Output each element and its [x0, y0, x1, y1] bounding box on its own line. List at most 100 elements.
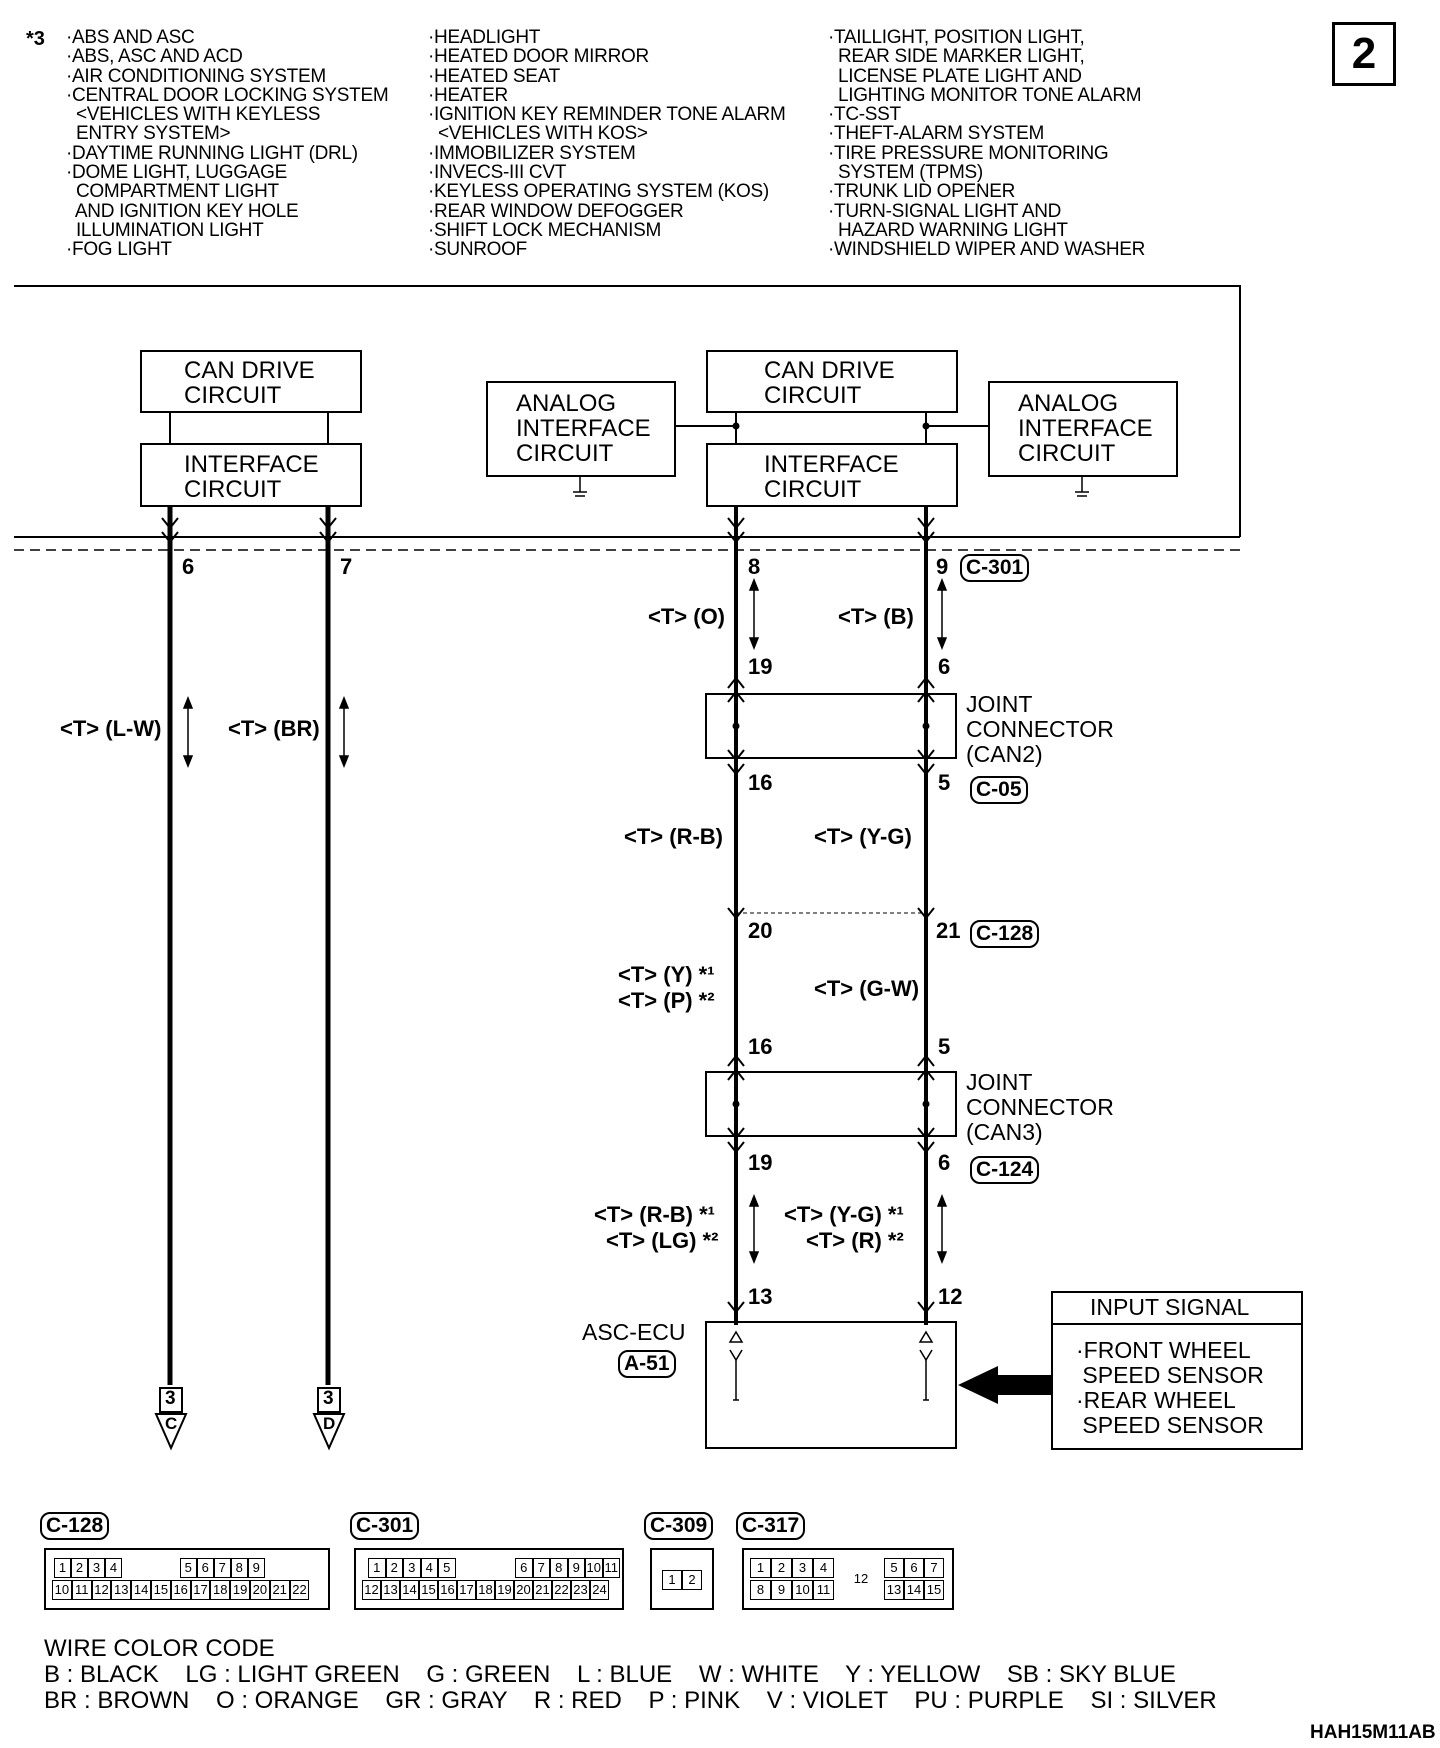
- connector-pin: 14: [131, 1580, 151, 1600]
- connector-pin: 22: [289, 1580, 310, 1600]
- connector-pin: 6: [515, 1558, 533, 1578]
- connector-pin: 8: [550, 1558, 568, 1578]
- connector-pin: 2: [385, 1558, 403, 1578]
- wire-color-code-line1: B : BLACK LG : LIGHT GREEN G : GREEN L :…: [44, 1661, 1176, 1688]
- connector-pin: 21: [533, 1580, 552, 1600]
- connector-c-124: C-124: [970, 1156, 1040, 1184]
- interface-circuit-right: INTERFACE CIRCUIT: [706, 443, 958, 507]
- connector-a-51: A-51: [618, 1350, 676, 1378]
- pin-7: 7: [340, 554, 353, 579]
- connector-pin: 6: [904, 1558, 924, 1578]
- notes-col1: ·ABS AND ASC ·ABS, ASC AND ACD ·AIR COND…: [66, 27, 389, 261]
- connector-pin: 18: [476, 1580, 495, 1600]
- wire-label-o: <T> (O): [648, 604, 726, 629]
- connector-pin: 8: [230, 1558, 248, 1578]
- connector-pin: 17: [190, 1580, 211, 1600]
- connector-pin: 11: [602, 1558, 620, 1578]
- note-marker: *3: [26, 28, 45, 50]
- connector-pin: 4: [813, 1558, 834, 1578]
- connector-pin: 1: [54, 1558, 71, 1578]
- terminal-c-number: 3: [165, 1388, 176, 1409]
- connector-pin: 5: [884, 1558, 904, 1578]
- wire-label-p2: <T> (P) *²: [618, 988, 715, 1013]
- connector-view-c-309-label: C-309: [644, 1512, 714, 1540]
- pin-j2-16: 16: [748, 770, 773, 795]
- wire-label-lg2: <T> (LG) *²: [606, 1228, 719, 1253]
- connector-pin: 2: [682, 1570, 702, 1590]
- connector-pin: 1: [368, 1558, 386, 1578]
- connector-pin: 22: [552, 1580, 571, 1600]
- connector-pin: 7: [213, 1558, 231, 1578]
- can-drive-circuit-left: CAN DRIVE CIRCUIT: [140, 350, 362, 413]
- wire-label-br: <T> (BR): [228, 716, 320, 741]
- connector-pin: 1: [662, 1570, 682, 1590]
- connector-pin: 14: [400, 1580, 419, 1600]
- connector-pin: 9: [247, 1558, 265, 1578]
- connector-pin: 3: [792, 1558, 813, 1578]
- page-number: 2: [1332, 22, 1396, 86]
- connector-pin: 20: [250, 1580, 270, 1600]
- connector-pin: 9: [771, 1580, 792, 1600]
- connector-pin: 16: [170, 1580, 191, 1600]
- connector-pin: 6: [196, 1558, 214, 1578]
- connector-pin: 13: [381, 1580, 400, 1600]
- connector-view-c-128-label: C-128: [40, 1512, 110, 1540]
- input-signal-title: INPUT SIGNAL: [1090, 1294, 1250, 1320]
- wire-color-code-title: WIRE COLOR CODE: [44, 1635, 275, 1662]
- wire-label-lw: <T> (L-W): [60, 716, 162, 741]
- wire-label-b: <T> (B): [838, 604, 914, 629]
- connector-pin: 16: [438, 1580, 457, 1600]
- figure-code: HAH15M11AB: [1310, 1722, 1436, 1743]
- connector-pin: 17: [457, 1580, 476, 1600]
- connector-pin: 7: [924, 1558, 944, 1578]
- connector-pin: 15: [924, 1580, 944, 1600]
- wire-color-code-line2: BR : BROWN O : ORANGE GR : GRAY R : RED …: [44, 1687, 1217, 1714]
- analog-interface-circuit-left: ANALOG INTERFACE CIRCUIT: [486, 381, 676, 477]
- joint-connector-can2-label: JOINT CONNECTOR (CAN2): [966, 691, 1114, 767]
- connector-pin: 20: [514, 1580, 533, 1600]
- connector-pin: 5: [438, 1558, 456, 1578]
- c317-pin-12: 12: [840, 1562, 882, 1598]
- connector-pin: 5: [179, 1558, 197, 1578]
- connector-pin: 13: [884, 1580, 904, 1600]
- connector-view-c-317-label: C-317: [736, 1512, 806, 1540]
- connector-pin: 11: [813, 1580, 834, 1600]
- wire-label-rb1: <T> (R-B) *¹: [594, 1202, 715, 1227]
- connector-pin: 18: [210, 1580, 231, 1600]
- wire-label-r2: <T> (R) *²: [806, 1228, 904, 1253]
- pin-6: 6: [182, 554, 195, 579]
- connector-pin: 3: [403, 1558, 421, 1578]
- terminal-d-letter: D: [323, 1414, 336, 1433]
- connector-c-301: C-301: [960, 554, 1030, 582]
- pin-8: 8: [748, 554, 761, 579]
- connector-pin: 11: [71, 1580, 92, 1600]
- connector-pin: 8: [750, 1580, 771, 1600]
- pin-j3-6: 6: [938, 1150, 951, 1175]
- connector-view-c-301-label: C-301: [350, 1512, 420, 1540]
- pin-9: 9: [936, 554, 949, 579]
- pin-c128-20: 20: [748, 918, 773, 943]
- connector-pin: 19: [495, 1580, 514, 1600]
- connector-pin: 15: [419, 1580, 438, 1600]
- connector-pin: 19: [230, 1580, 250, 1600]
- joint-connector-can3-label: JOINT CONNECTOR (CAN3): [966, 1069, 1114, 1145]
- wire-label-yg1: <T> (Y-G) *¹: [784, 1202, 904, 1227]
- wire-label-rb: <T> (R-B): [624, 824, 723, 849]
- pin-c128-21: 21: [936, 918, 961, 943]
- connector-pin: 24: [590, 1580, 609, 1600]
- pin-ecu-12: 12: [938, 1284, 963, 1309]
- connector-pin: 1: [750, 1558, 771, 1578]
- connector-pin: 7: [532, 1558, 550, 1578]
- pin-ecu-13: 13: [748, 1284, 773, 1309]
- connector-c-05: C-05: [970, 776, 1028, 804]
- notes-col2: ·HEADLIGHT ·HEATED DOOR MIRROR ·HEATED S…: [428, 27, 786, 261]
- connector-pin: 4: [105, 1558, 122, 1578]
- connector-c-128: C-128: [970, 920, 1040, 948]
- pin-j2-6: 6: [938, 654, 951, 679]
- connector-pin: 12: [362, 1580, 381, 1600]
- connector-pin: [122, 1558, 180, 1578]
- wire-label-yg: <T> (Y-G): [814, 824, 912, 849]
- connector-pin: 12: [91, 1580, 112, 1600]
